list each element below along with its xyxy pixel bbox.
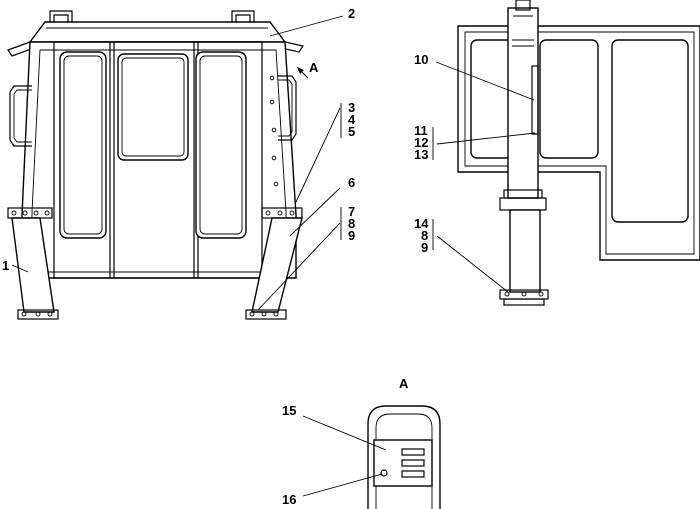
detail-view-title: A	[399, 376, 409, 391]
side-pillar	[507, 7, 539, 199]
cab-front-view	[7, 10, 304, 320]
center-window	[117, 53, 189, 161]
left-grab-handle	[9, 85, 32, 147]
right-door-window	[195, 51, 247, 239]
callout-6: 6	[348, 175, 355, 190]
cab-side-view	[457, 0, 700, 306]
callout-11: 11	[414, 123, 428, 138]
side-view-leaders	[432, 61, 536, 293]
callout-1: 1	[2, 258, 9, 273]
lifting-lugs	[49, 10, 255, 22]
door-frame	[53, 41, 263, 279]
cab-roof	[28, 21, 287, 43]
callout-8-side: 8	[421, 228, 428, 243]
side-window-mid	[539, 39, 599, 159]
panel-slot-2	[401, 459, 425, 467]
view-a-arrow	[297, 67, 309, 79]
callout-9-front: 9	[348, 228, 355, 243]
left-door-window	[59, 51, 107, 239]
callout-14: 14	[414, 216, 429, 231]
instrument-panel	[373, 439, 433, 487]
detail-view-a	[367, 405, 441, 509]
lower-pillar	[509, 209, 541, 293]
callout-16: 16	[282, 492, 296, 507]
callout-12: 12	[414, 135, 428, 150]
callout-10: 10	[414, 52, 428, 67]
callout-13: 13	[414, 147, 428, 162]
callout-15: 15	[282, 403, 296, 418]
callout-7: 7	[348, 204, 355, 219]
right-grab-handle	[278, 75, 297, 141]
right-frame-leg	[251, 217, 303, 313]
panel-slot-1	[401, 448, 425, 456]
front-view-leaders	[11, 15, 344, 311]
side-window-right	[611, 39, 689, 223]
callout-2: 2	[348, 6, 355, 21]
view-a-label: A	[309, 60, 319, 75]
callout-3: 3	[348, 100, 355, 115]
left-frame-leg	[11, 217, 55, 313]
panel-fastener	[380, 469, 388, 477]
callout-5: 5	[348, 124, 355, 139]
hinge-bolts	[269, 75, 279, 187]
pillar-collar	[499, 197, 547, 211]
detail-leaders	[302, 415, 387, 497]
callout-4: 4	[348, 112, 356, 127]
callout-8-front: 8	[348, 216, 355, 231]
callout-9-side: 9	[421, 240, 428, 255]
panel-slot-3	[401, 470, 425, 478]
